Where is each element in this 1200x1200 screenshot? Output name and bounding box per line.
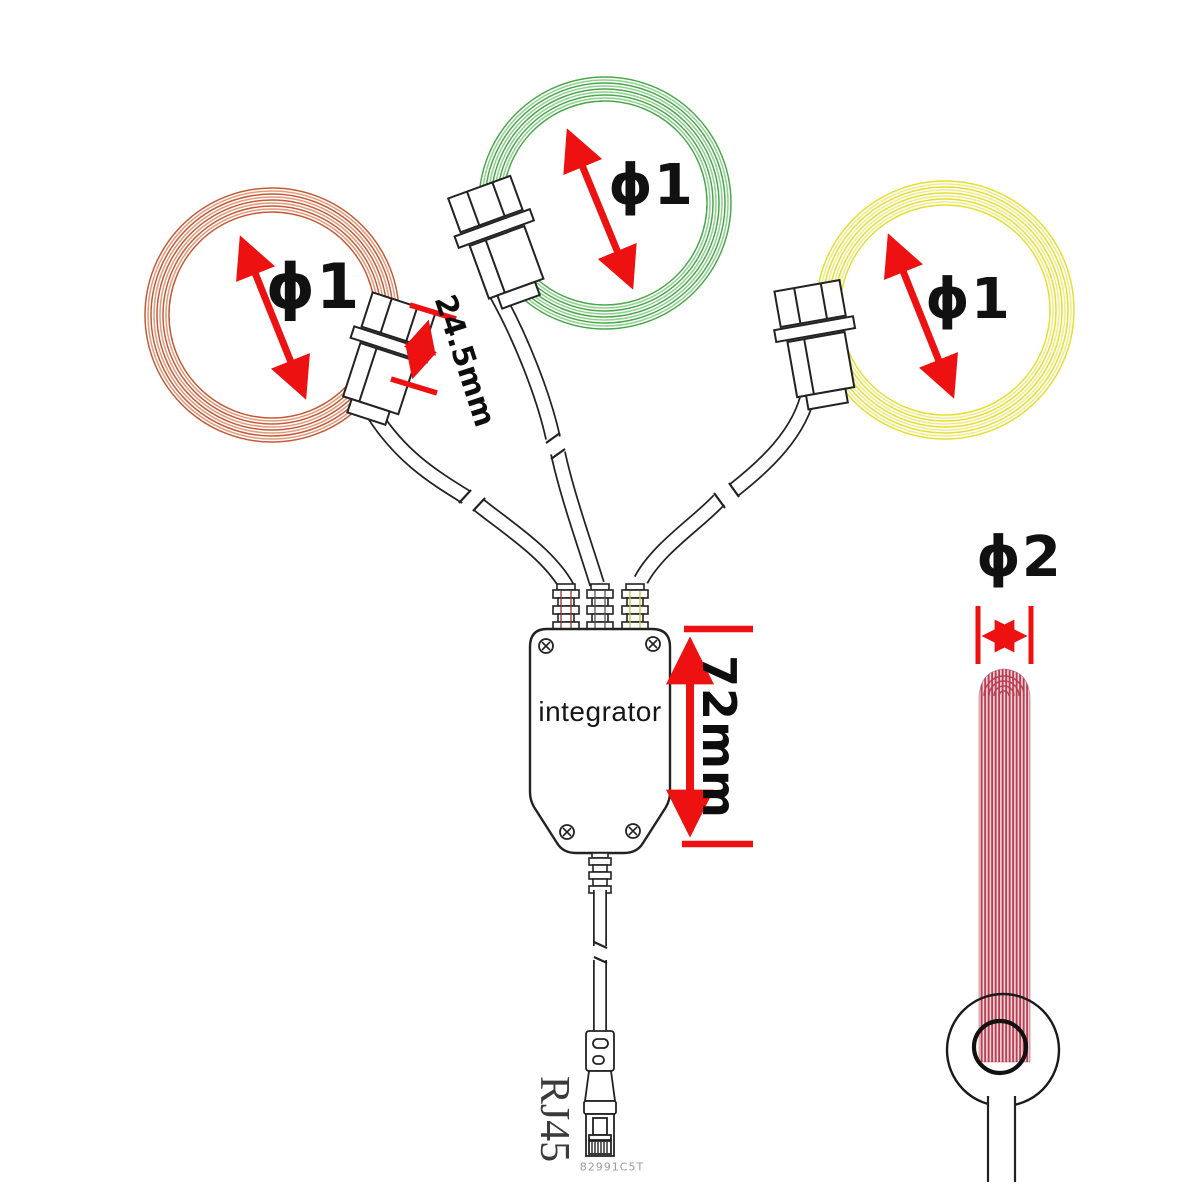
- coil-diameter-label-top: ϕ1: [608, 153, 694, 218]
- rod-winding-arcs: [983, 675, 1025, 697]
- coil-cross-section-rod: [978, 668, 1031, 1063]
- dimension-24-5mm-arrow: [404, 319, 437, 380]
- coil-connector-right: [773, 278, 857, 411]
- coil-diameter-arrows: [236, 128, 959, 400]
- dimension-72mm: [666, 625, 753, 848]
- cable-gland-bottom: [588, 852, 612, 894]
- break-mark: [550, 448, 566, 460]
- coil-diameter-label-left: ϕ1: [265, 250, 361, 323]
- cable-right: [633, 388, 817, 585]
- diameter-arrow-left: [236, 235, 310, 400]
- break-mark: [458, 489, 472, 504]
- cable-left: [363, 403, 574, 592]
- integrator-box: [528, 627, 672, 855]
- diameter-arrow-top: [563, 128, 637, 290]
- dimension-phi2: [975, 606, 1034, 664]
- part-code-text: 82991C5T: [579, 1160, 645, 1174]
- cable-gland-left: [552, 583, 580, 634]
- break-mark: [545, 432, 561, 444]
- sensor-cables: [363, 291, 817, 592]
- housing-stem: [986, 1096, 1017, 1184]
- coil-thickness-label: ϕ2: [976, 525, 1062, 590]
- coil-cross-section-detail: [945, 606, 1061, 1184]
- housing-hole: [971, 1018, 1029, 1076]
- rj45-contact-pins: [591, 1142, 608, 1153]
- break-mark: [593, 941, 608, 949]
- integrator-label: integrator: [538, 696, 662, 727]
- screw: [538, 638, 554, 654]
- coil-diameter-label-right: ϕ1: [925, 267, 1011, 332]
- integrator-unit: [528, 583, 672, 894]
- output-cable: [593, 890, 608, 1036]
- break-mark: [593, 956, 608, 964]
- dimension-24-5mm: [390, 302, 457, 396]
- screw: [559, 824, 575, 840]
- break-mark: [472, 497, 486, 512]
- coil-connector-top: [446, 174, 545, 310]
- cable-gland-right: [621, 583, 649, 632]
- diameter-arrow-right: [883, 233, 959, 399]
- screw: [645, 636, 661, 652]
- break-mark: [713, 492, 726, 509]
- cable-middle: [490, 291, 605, 587]
- break-mark: [728, 482, 740, 498]
- cable-gland-middle: [586, 583, 614, 632]
- rj45-plug: [583, 1030, 617, 1157]
- screw: [625, 823, 641, 839]
- integrator-height-label: 72mm: [692, 655, 746, 819]
- screws: [538, 636, 661, 840]
- rj45-label: RJ45: [531, 1075, 577, 1163]
